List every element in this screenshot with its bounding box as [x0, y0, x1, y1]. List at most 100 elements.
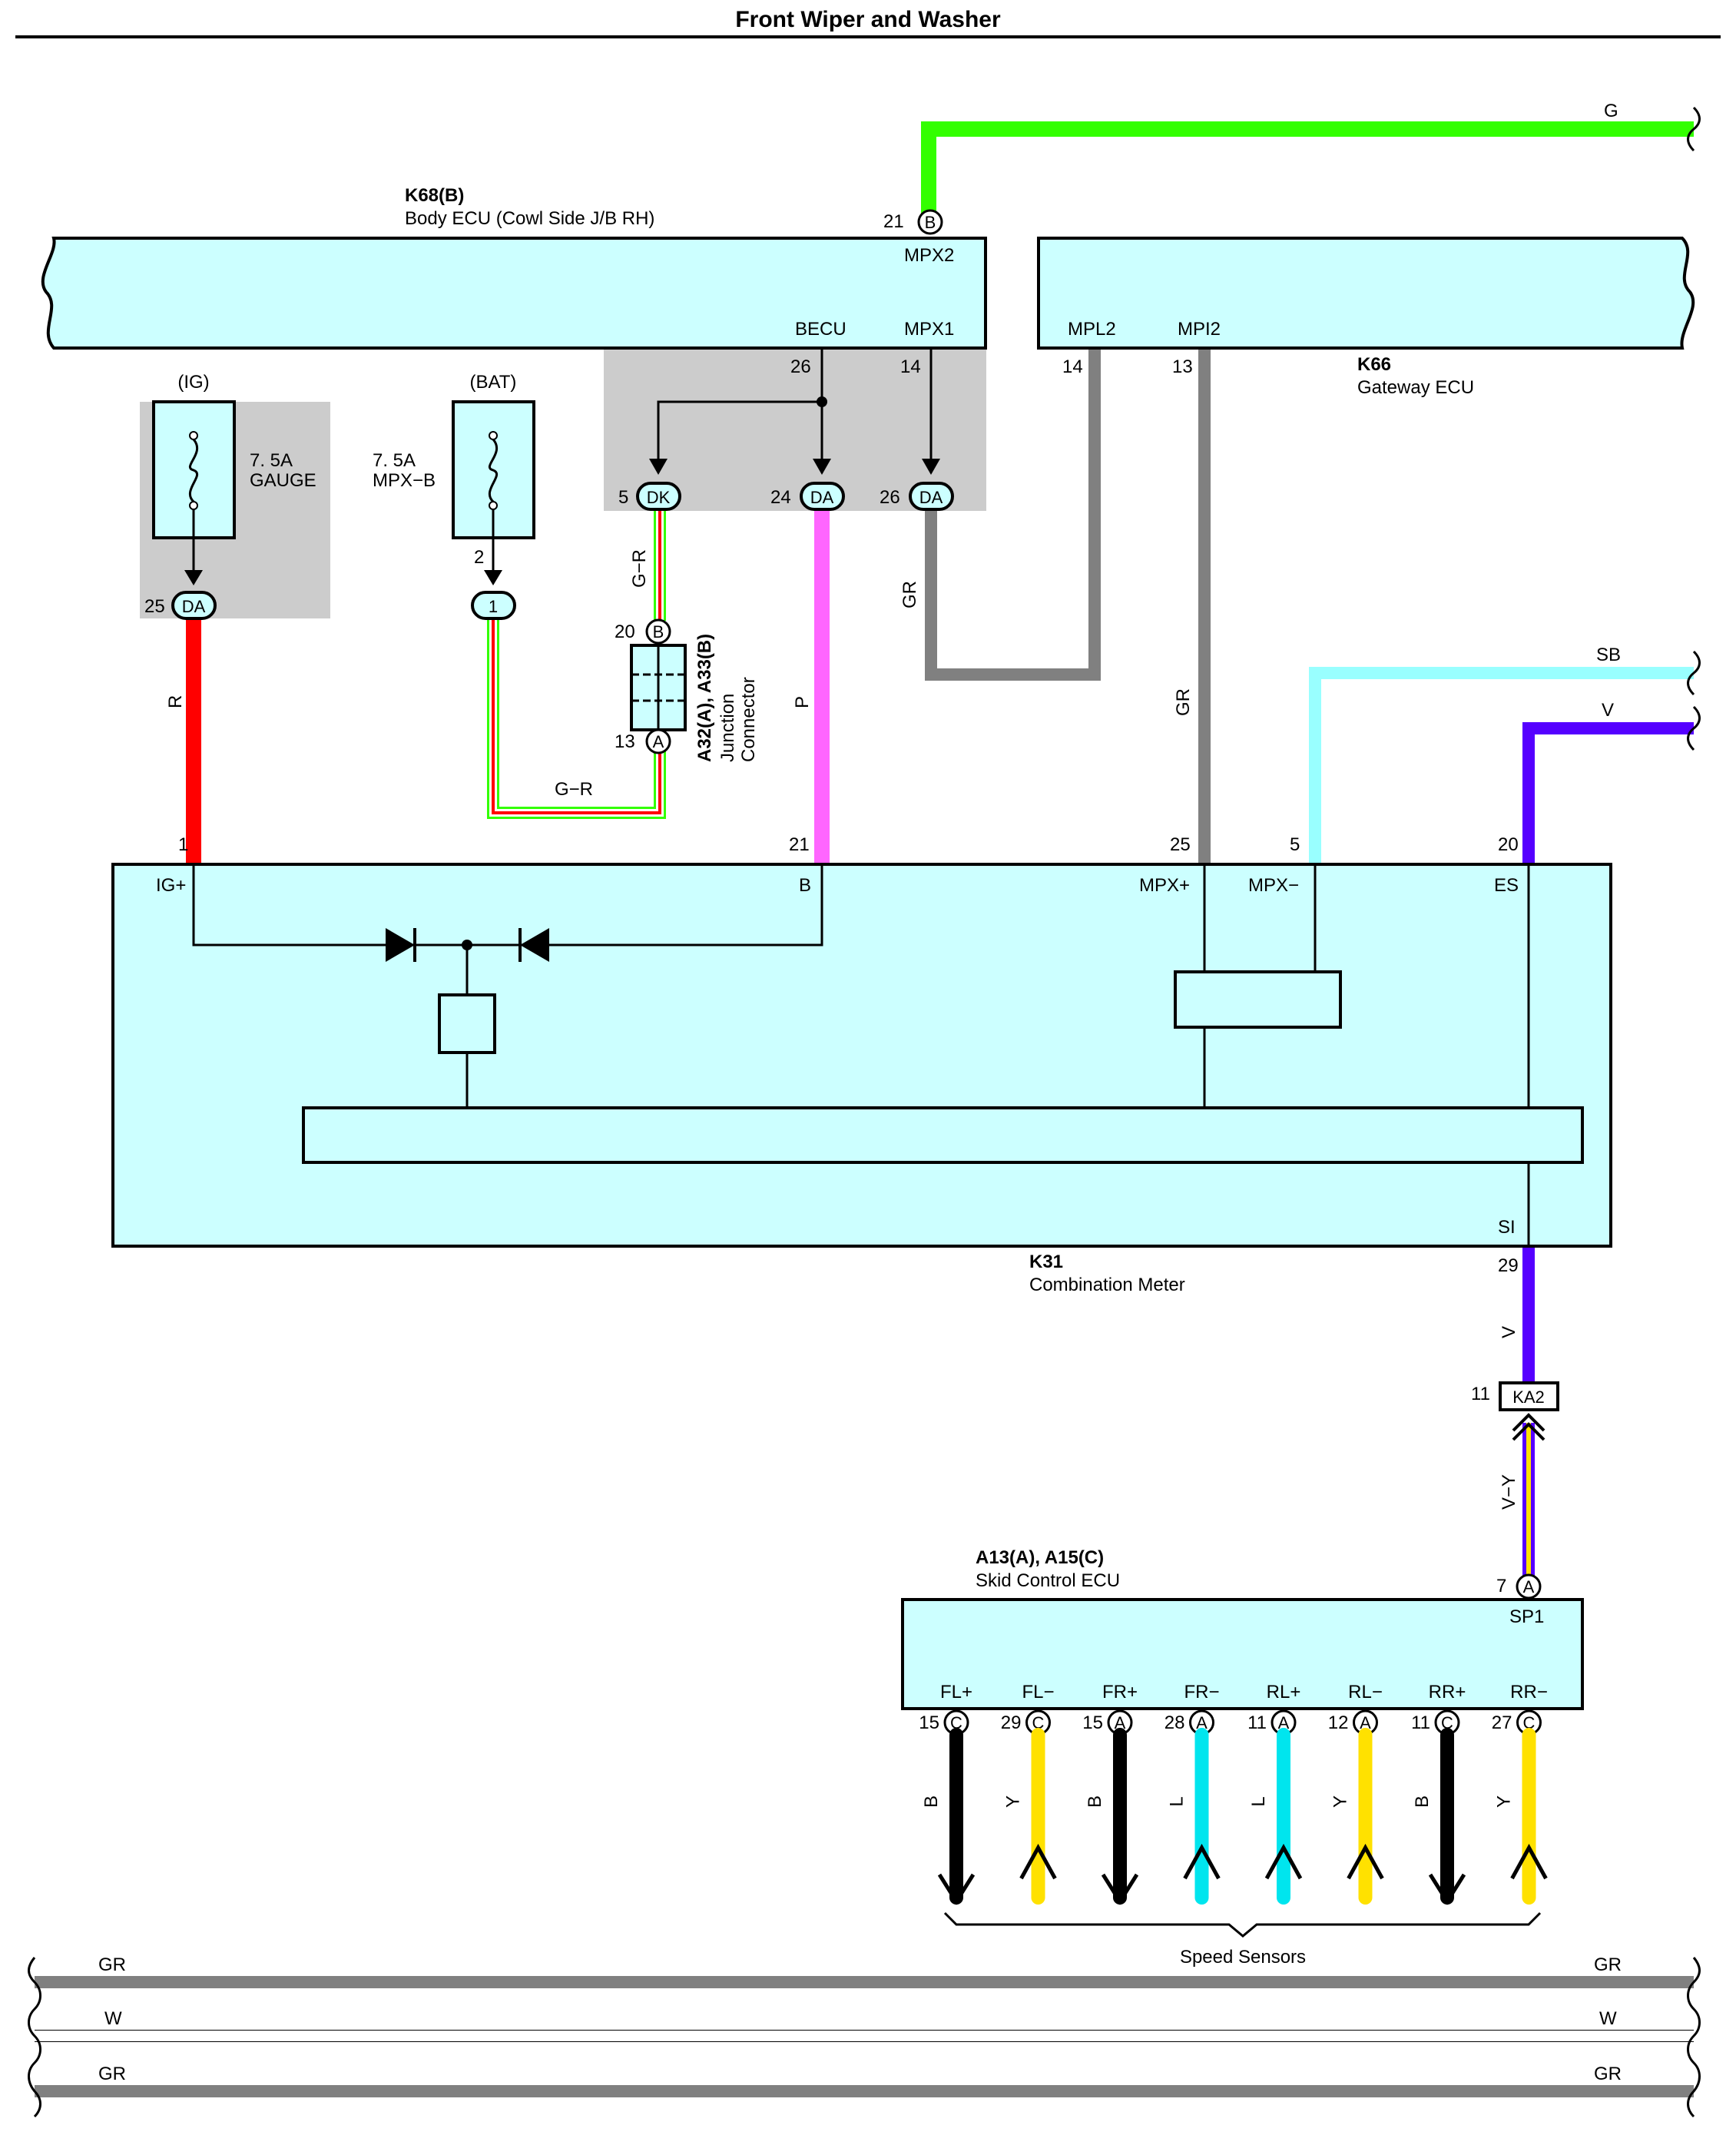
- wire-label-p: P: [792, 696, 813, 708]
- fuse-ig: [152, 400, 236, 585]
- meter-pin-mpx-plus: MPX+: [1139, 875, 1190, 896]
- body-ecu-pin-becu: BECU: [795, 319, 846, 340]
- bus-line-2-right: W: [1599, 2008, 1617, 2029]
- meter-pin-num-si: 29: [1498, 1255, 1519, 1276]
- fuse-bat-pin-top: 2: [474, 547, 484, 568]
- speed-sensor-wire-label: L: [1167, 1796, 1188, 1806]
- jb-splice-dot: [817, 396, 827, 407]
- junction-line1: Junction: [717, 694, 738, 762]
- wire-label-v-y: V−Y: [1499, 1474, 1519, 1510]
- junction-connector: [630, 644, 687, 731]
- speed-sensor-wire-label: Y: [1330, 1795, 1351, 1808]
- junction-top-connector: [645, 618, 671, 645]
- skid-ecu-terminal-pin: 29: [1001, 1712, 1022, 1733]
- speed-sensor-wire-label: Y: [1494, 1795, 1515, 1808]
- jb-connector-da-26: [909, 482, 954, 511]
- arrow-down-icon: [1428, 1873, 1466, 1905]
- ka2-arrow: [1512, 1413, 1546, 1441]
- fuse-ig-rating: 7. 5A: [250, 450, 293, 471]
- fuse-ig-pin: 25: [144, 596, 165, 617]
- skid-ecu-terminal-conn: A: [1115, 1713, 1126, 1732]
- skid-ecu-terminal-pin: 11: [1247, 1712, 1267, 1733]
- wire-g: [921, 121, 1694, 217]
- fuse-bat: [452, 400, 535, 585]
- fuse-ig-group: (IG): [177, 372, 209, 393]
- skid-ecu-terminal-name: RR+: [1429, 1682, 1466, 1702]
- combination-meter: [111, 863, 1612, 1248]
- meter-name: Combination Meter: [1029, 1275, 1185, 1295]
- arrow-up-icon: [1183, 1843, 1221, 1880]
- skid-ecu-terminal-pin: 27: [1492, 1712, 1512, 1733]
- skid-ecu-terminal-pin: 15: [919, 1712, 939, 1733]
- wire-label-g: G: [1604, 101, 1618, 121]
- fuse-bat-connector: [471, 591, 516, 620]
- skid-ecu-terminal-name: RR−: [1510, 1682, 1548, 1702]
- skid-ecu-terminal-conn: C: [1523, 1713, 1536, 1732]
- fuse-bat-rating: 7. 5A: [373, 450, 416, 471]
- meter-pin-mpx-minus: MPX−: [1248, 875, 1299, 896]
- fuse-bat-name: MPX−B: [373, 470, 436, 491]
- skid-ecu-terminal-conn: A: [1278, 1713, 1290, 1732]
- meter-pin-num-b: 21: [789, 834, 810, 855]
- bus-break-marks: [28, 1957, 1701, 2118]
- speed-sensor-wire-label: L: [1248, 1796, 1269, 1806]
- arrow-up-icon: [1510, 1843, 1548, 1880]
- wire-break-marks: [1687, 106, 1701, 751]
- body-ecu-pin-mpx1: MPX1: [904, 319, 954, 340]
- meter-pin-b: B: [799, 875, 811, 896]
- body-ecu-mpx2-connector: [917, 209, 943, 235]
- gateway-ecu-pin-num-mpi2: 13: [1172, 356, 1193, 377]
- meter-diode-right: [518, 928, 549, 962]
- skid-ecu-terminal-name: FR+: [1102, 1682, 1138, 1702]
- skid-ecu-terminal-pin: 11: [1411, 1712, 1430, 1733]
- wire-label-v-mid: V: [1499, 1326, 1519, 1338]
- bus-line-1-left: GR: [98, 1954, 126, 1975]
- fuse-ig-name: GAUGE: [250, 470, 316, 491]
- wire-label-v-top: V: [1602, 700, 1614, 721]
- bus-line-2-left: W: [104, 2008, 122, 2029]
- ka2-pin: 11: [1471, 1384, 1490, 1404]
- wire-g-r-lower: [487, 618, 666, 819]
- arrow-up-icon: [1019, 1843, 1057, 1880]
- skid-ecu-terminal-conn: C: [950, 1713, 962, 1732]
- wire-label-g-r-upper: G−R: [629, 549, 650, 588]
- skid-ecu-terminal-pin: 12: [1328, 1712, 1349, 1733]
- ka2-conn: KA2: [1512, 1387, 1545, 1407]
- ka2-connector: [1499, 1381, 1559, 1411]
- gateway-ecu-name: Gateway ECU: [1357, 377, 1474, 398]
- junction-bottom-pin: 13: [615, 731, 635, 752]
- body-ecu: [41, 237, 987, 350]
- body-ecu-pin-num-mpx2: 21: [883, 211, 904, 232]
- arrow-down-icon: [937, 1873, 976, 1905]
- skid-ecu-terminal-conn: C: [1441, 1713, 1453, 1732]
- fuse-ig-conn: DA: [182, 597, 206, 616]
- meter-pin-num-mpx-plus: 25: [1170, 834, 1191, 855]
- jb-arrows: [649, 459, 940, 475]
- jb-connector-da-26-pin: 26: [880, 487, 900, 508]
- jb-connector-dk: [636, 482, 681, 511]
- speed-sensor-wire-label: B: [1085, 1795, 1105, 1808]
- jb-connector-da-24-label: DA: [810, 488, 834, 507]
- gateway-ecu-pin-mpl2: MPL2: [1068, 319, 1116, 340]
- junction-line2: Connector: [738, 677, 759, 762]
- speed-sensor-wire-label: Y: [1003, 1795, 1024, 1808]
- skid-ecu-terminal-pin: 28: [1165, 1712, 1185, 1733]
- fuse-ig-connector: [171, 591, 217, 620]
- junction-bottom-conn: A: [653, 732, 664, 751]
- meter-splice-dot: [462, 940, 472, 950]
- skid-ecu-sp1-num: 7: [1496, 1576, 1506, 1596]
- fuse-bat-group: (BAT): [470, 372, 517, 393]
- skid-ecu-terminal-name: RL+: [1267, 1682, 1301, 1702]
- arrow-down-icon: [1101, 1873, 1139, 1905]
- meter-pin-ig: IG+: [156, 875, 186, 896]
- meter-pin-num-ig: 1: [178, 834, 188, 855]
- wire-sb: [1309, 667, 1694, 864]
- body-ecu-name: Body ECU (Cowl Side J/B RH): [405, 208, 654, 229]
- body-ecu-mpx2-conn: B: [925, 213, 936, 232]
- wire-gr-mpl2: [925, 348, 1101, 681]
- skid-ecu-sp1: SP1: [1509, 1606, 1544, 1627]
- meter-ref: K31: [1029, 1252, 1063, 1272]
- speed-sensors-brace: [943, 1911, 1542, 1938]
